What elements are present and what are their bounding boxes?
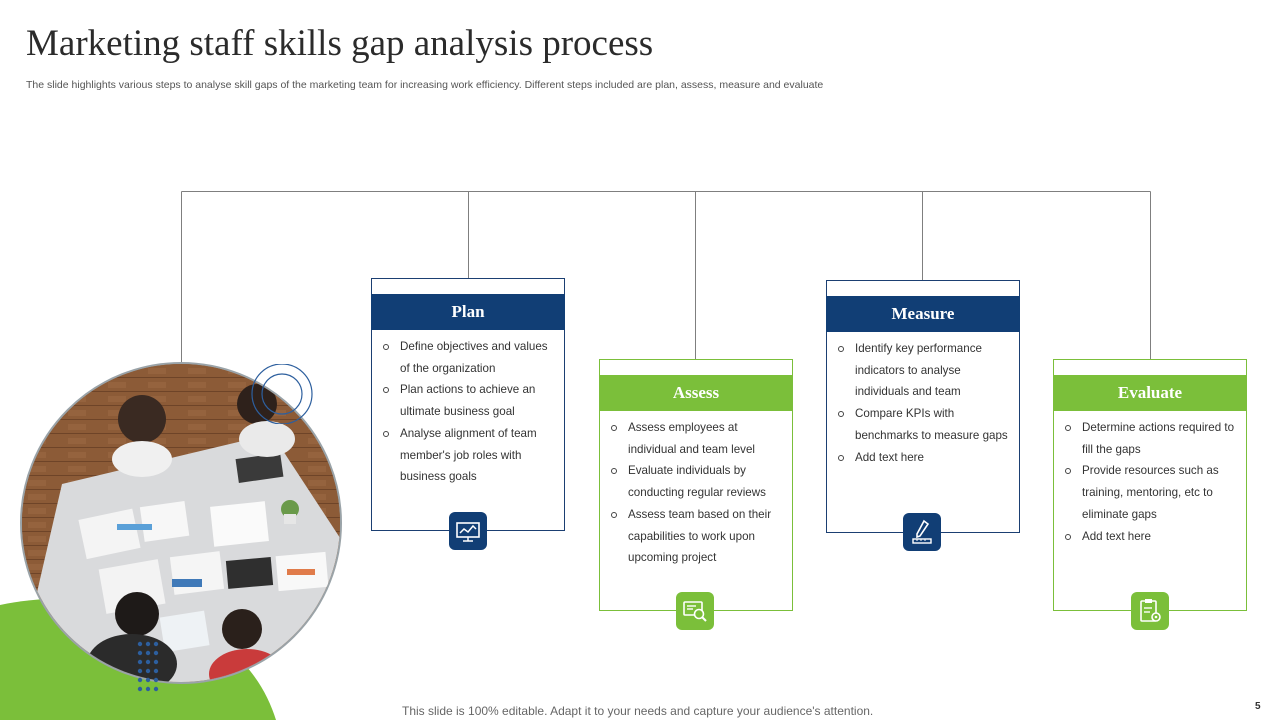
bullet-item: Evaluate individuals by conducting regul… (610, 460, 782, 503)
pen-ruler-icon (903, 513, 941, 551)
slide-subtitle: The slide highlights various steps to an… (26, 79, 824, 91)
bullet-item: Assess employees at individual and team … (610, 417, 782, 460)
step-bullets-assess: Assess employees at individual and team … (600, 411, 792, 569)
step-title-assess: Assess (599, 375, 793, 411)
presentation-board-icon (449, 512, 487, 550)
bullet-item: Assess team based on their capabilities … (610, 504, 782, 569)
slide-title: Marketing staff skills gap analysis proc… (26, 23, 654, 64)
bullet-item: Plan actions to achieve an ultimate busi… (382, 379, 554, 422)
page-number: 5 (1255, 701, 1261, 712)
step-bullets-plan: Define objectives and values of the orga… (372, 330, 564, 488)
decorative-dot-grid (137, 641, 159, 692)
bullet-item: Determine actions required to fill the g… (1064, 417, 1236, 460)
step-title-measure: Measure (826, 296, 1020, 332)
step-bullets-measure: Identify key performance indicators to a… (827, 332, 1019, 468)
slide-footer-note: This slide is 100% editable. Adapt it to… (402, 704, 874, 718)
assessment-search-icon (676, 592, 714, 630)
bullet-item: Analyse alignment of team member's job r… (382, 423, 554, 488)
decorative-rings (251, 364, 313, 424)
step-card-plan: Plan Define objectives and values of the… (371, 278, 565, 531)
bullet-item: Provide resources such as training, ment… (1064, 460, 1236, 525)
bullet-item: Define objectives and values of the orga… (382, 336, 554, 379)
step-title-evaluate: Evaluate (1053, 375, 1247, 411)
step-card-evaluate: Evaluate Determine actions required to f… (1053, 359, 1247, 611)
step-card-assess: Assess Assess employees at individual an… (599, 359, 793, 611)
bullet-item: Add text here (837, 447, 1009, 469)
bullet-item: Compare KPIs with benchmarks to measure … (837, 403, 1009, 446)
step-title-plan: Plan (371, 294, 565, 330)
bullet-item: Identify key performance indicators to a… (837, 338, 1009, 403)
step-bullets-evaluate: Determine actions required to fill the g… (1054, 411, 1246, 547)
bullet-item: Add text here (1064, 526, 1236, 548)
team-meeting-photo (20, 362, 342, 684)
step-card-measure: Measure Identify key performance indicat… (826, 280, 1020, 533)
clipboard-gear-icon (1131, 592, 1169, 630)
